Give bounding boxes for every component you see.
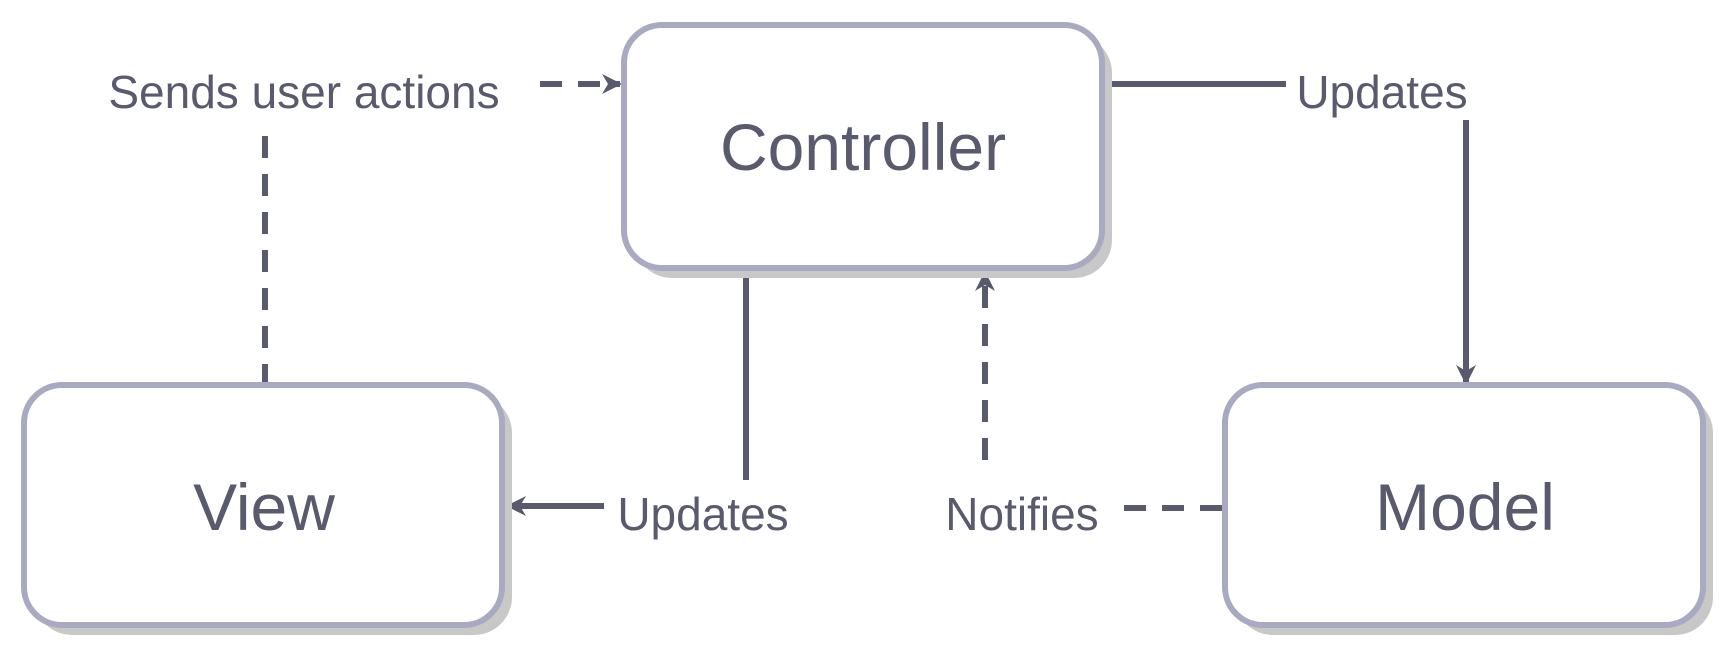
node-model-label: Model (1375, 470, 1555, 544)
node-view-box[interactable] (21, 382, 505, 628)
node-controller-box[interactable] (621, 22, 1105, 271)
node-controller[interactable]: Controller (621, 22, 1112, 278)
node-model-box[interactable] (1222, 382, 1706, 628)
node-view-label: View (193, 470, 335, 544)
edge-label-updates-model: Updates (1296, 66, 1467, 118)
node-model[interactable]: Model (1222, 382, 1713, 635)
edge-view-to-controller: Sends user actions (108, 66, 622, 386)
edge-label-sends-user-actions: Sends user actions (108, 66, 499, 118)
edge-label-notifies: Notifies (945, 488, 1098, 540)
edge-model-to-controller: Notifies (945, 271, 1222, 540)
edge-controller-to-view: Updates (506, 268, 789, 540)
edge-controller-to-model: Updates (1106, 66, 1476, 385)
node-view[interactable]: View (21, 382, 512, 635)
edge-label-updates-view: Updates (617, 488, 788, 540)
node-controller-label: Controller (720, 110, 1006, 184)
